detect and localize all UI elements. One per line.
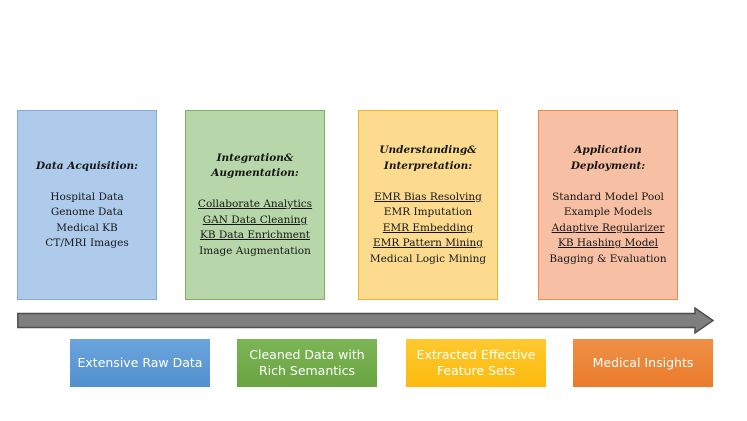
stage-item: Hospital Data xyxy=(50,190,124,203)
flow-arrow xyxy=(17,306,715,335)
stage-item: EMR Pattern Mining xyxy=(373,237,483,249)
stage-item: Collaborate Analytics xyxy=(197,198,313,211)
stage-title: Integration& Augmentation: xyxy=(211,151,299,180)
stage-item: Genome Data xyxy=(50,206,124,218)
label-text: Medical Insights xyxy=(592,355,694,370)
stage-box-integration-augmentation: Integration& Augmentation: Collaborate A… xyxy=(185,110,325,300)
stage-item: Medical KB xyxy=(56,221,118,234)
stage-box-application-deployment: Application Deployment: Standard Model P… xyxy=(538,110,678,300)
stage-item-list: Hospital Data Genome Data Medical KB CT/… xyxy=(45,190,128,252)
stage-item: EMR Embedding xyxy=(382,221,474,234)
stage-item: Bagging & Evaluation xyxy=(549,252,667,265)
label-medical-insights: Medical Insights xyxy=(573,339,713,387)
label-text: Extensive Raw Data xyxy=(77,355,203,370)
flow-arrow-shape xyxy=(17,306,715,335)
stage-item: CT/MRI Images xyxy=(45,237,129,249)
stage-item-list: Collaborate Analytics GAN Data Cleaning … xyxy=(198,197,312,259)
label-text: Cleaned Data with Rich Semantics xyxy=(249,347,365,378)
stage-item: Example Models xyxy=(563,206,653,218)
stage-item: GAN Data Cleaning xyxy=(202,213,308,226)
stage-item: Image Augmentation xyxy=(199,244,311,257)
stage-title: Data Acquisition: xyxy=(36,159,138,172)
stage-box-understanding-interpretation: Understanding& Interpretation: EMR Bias … xyxy=(358,110,498,300)
stage-item: KB Data Enrichment xyxy=(199,229,310,242)
stage-box-data-acquisition: Data Acquisition: Hospital Data Genome D… xyxy=(17,110,157,300)
stage-title: Understanding& Interpretation: xyxy=(379,144,477,172)
label-extensive-raw-data: Extensive Raw Data xyxy=(70,339,210,387)
stage-item: Standard Model Pool xyxy=(552,190,664,203)
label-cleaned-data-rich-semantics: Cleaned Data with Rich Semantics xyxy=(237,339,377,387)
label-extracted-effective-feature-sets: Extracted Effective Feature Sets xyxy=(406,339,546,387)
stage-item: EMR Imputation xyxy=(383,206,473,218)
stage-item: KB Hashing Model xyxy=(557,237,658,249)
stage-title: Application Deployment: xyxy=(570,144,646,172)
label-text: Extracted Effective Feature Sets xyxy=(416,347,536,378)
stage-item: EMR Bias Resolving xyxy=(374,190,482,203)
stage-item: Medical Logic Mining xyxy=(369,252,487,265)
stage-item: Adaptive Regularizer xyxy=(551,221,665,234)
stage-item-list: Standard Model Pool Example Models Adapt… xyxy=(549,190,666,268)
stage-item-list: EMR Bias Resolving EMR Imputation EMR Em… xyxy=(370,190,486,268)
